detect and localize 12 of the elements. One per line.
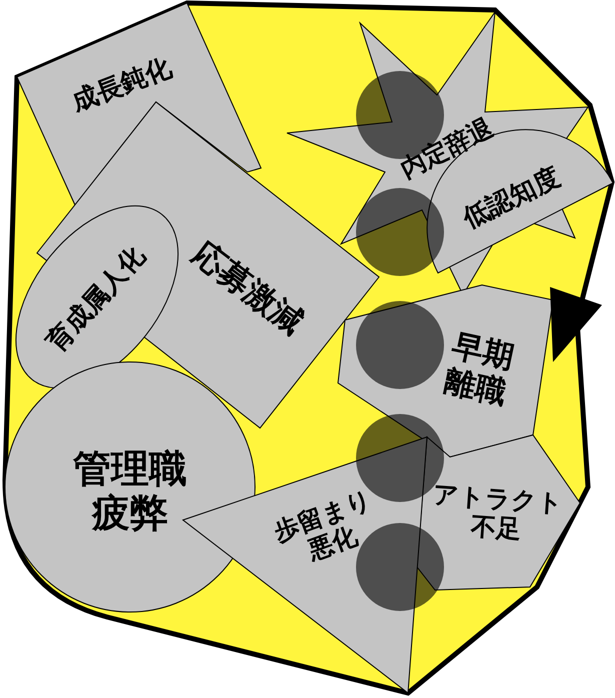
hexagon-shape [416, 434, 581, 591]
circle-shape [4, 361, 256, 613]
node-label: 応募激減 [186, 234, 310, 342]
node-label: 管理職疲弊 [72, 447, 188, 535]
node-label: 歩留まり悪化 [268, 484, 377, 567]
node-label: 育成属人化 [42, 242, 152, 358]
hexagon-shape [337, 284, 554, 458]
ellipse-shape [14, 204, 180, 390]
node-label: アトラクト不足 [431, 480, 565, 546]
shaded-disc [356, 188, 444, 276]
node-label: 成長鈍化 [68, 53, 176, 119]
node-label: 早期離職 [440, 327, 518, 413]
